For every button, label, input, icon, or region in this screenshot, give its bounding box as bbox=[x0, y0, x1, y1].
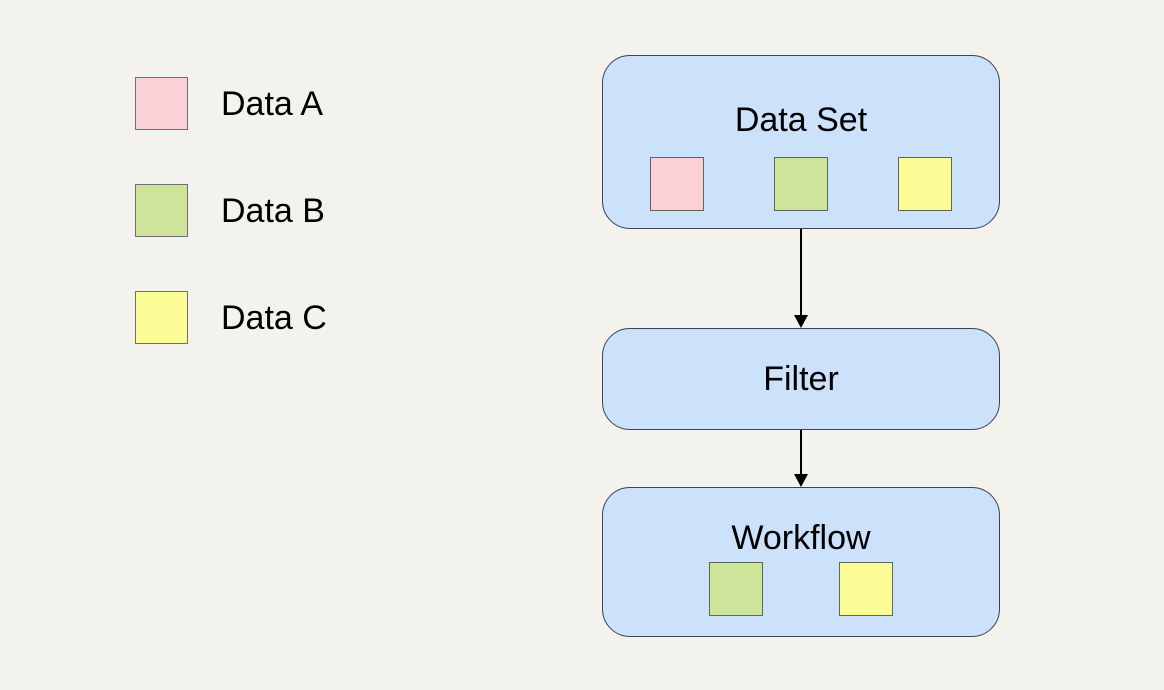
node-data-set: Data Set bbox=[602, 55, 1000, 229]
legend-item-data-b: Data B bbox=[135, 184, 327, 237]
legend: Data A Data B Data C bbox=[135, 77, 327, 344]
data-c-square bbox=[839, 562, 893, 616]
node-workflow-squares bbox=[603, 562, 999, 616]
node-workflow-title: Workflow bbox=[731, 519, 871, 557]
arrow-filter-to-workflow bbox=[793, 430, 809, 487]
arrow-line bbox=[800, 430, 802, 475]
node-data-set-squares bbox=[603, 157, 999, 211]
legend-label-data-b: Data B bbox=[221, 191, 325, 230]
node-filter-title: Filter bbox=[763, 360, 839, 398]
data-c-swatch bbox=[135, 291, 188, 344]
legend-item-data-a: Data A bbox=[135, 77, 327, 130]
arrow-line bbox=[800, 229, 802, 316]
node-data-set-title: Data Set bbox=[734, 101, 868, 139]
legend-item-data-c: Data C bbox=[135, 291, 327, 344]
node-filter: Filter bbox=[602, 328, 1000, 430]
node-workflow: Workflow bbox=[602, 487, 1000, 637]
data-a-square bbox=[650, 157, 704, 211]
legend-label-data-a: Data A bbox=[221, 84, 324, 123]
data-c-square bbox=[898, 157, 952, 211]
legend-label-data-c: Data C bbox=[221, 298, 327, 337]
arrow-dataset-to-filter bbox=[793, 229, 809, 328]
arrowhead-down-icon bbox=[794, 315, 808, 328]
data-b-square bbox=[774, 157, 828, 211]
data-b-swatch bbox=[135, 184, 188, 237]
data-a-swatch bbox=[135, 77, 188, 130]
arrowhead-down-icon bbox=[794, 474, 808, 487]
data-b-square bbox=[709, 562, 763, 616]
